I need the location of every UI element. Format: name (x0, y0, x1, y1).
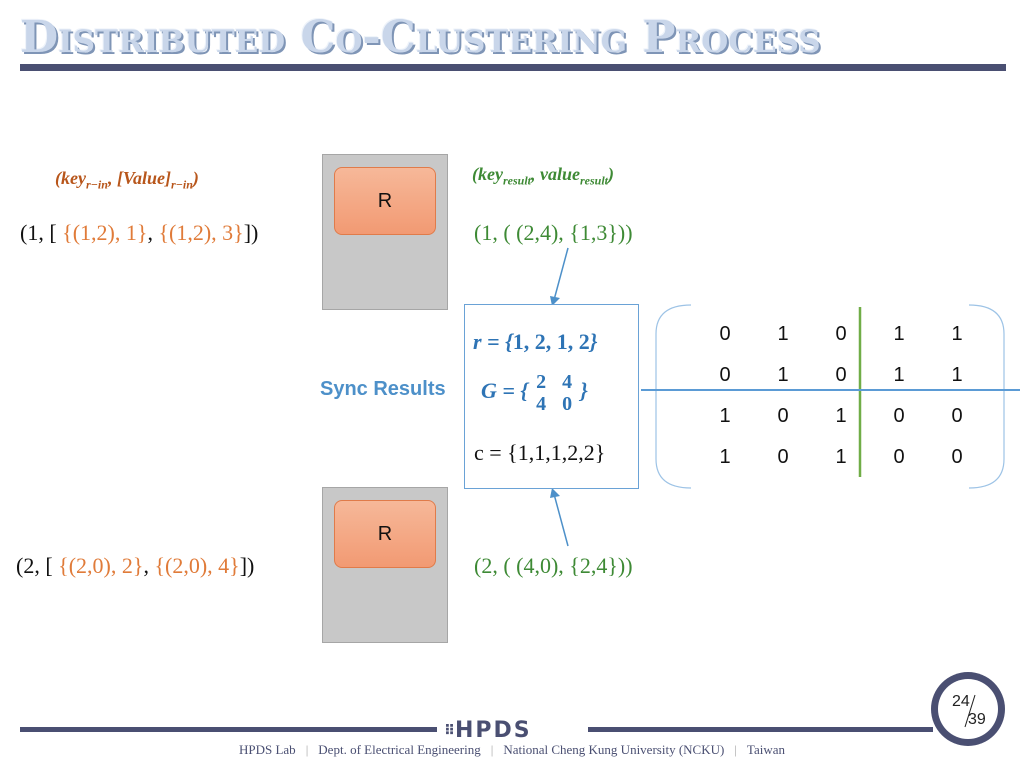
header-key-sub: result (502, 173, 531, 188)
footer-item: National Cheng Kung University (NCKU) (503, 742, 725, 757)
matrix-cell: 1 (777, 364, 789, 386)
result-tuple-1: (1, ( (2,4), {1,3})) (474, 220, 633, 245)
matrix-brackets (655, 304, 1005, 489)
logo-dots-icon: ⠿ (444, 723, 455, 739)
footer-rule (20, 727, 437, 732)
tuple-entry: {(2,0), 4} (154, 553, 240, 578)
matrix-cell: 0 (719, 364, 731, 386)
row-cluster-vector: r = {1, 2, 1, 2} (473, 329, 597, 355)
column-cluster-vector: c = {1,1,1,2,2} (474, 440, 606, 465)
tuple-sep: , (143, 553, 155, 578)
matrix-cell: 0 (835, 364, 847, 386)
matrix-cell: 0 (777, 405, 789, 427)
matrix-cell: 0 (951, 405, 963, 427)
matrix-cell: 1 (835, 405, 847, 427)
r-eq: r = { (473, 329, 513, 354)
matrix-cell: 0 (951, 446, 963, 468)
g-eq: G = { (481, 378, 529, 404)
reducer-input-header: (keyr−in, [Value]r−in) (55, 168, 199, 193)
arrow-up-icon (550, 488, 569, 547)
matrix-cell: 1 (893, 364, 905, 386)
matrix-row-divider (641, 389, 1020, 391)
header-close: ) (192, 168, 199, 188)
page-number-badge: 24 39 (931, 672, 1005, 746)
matrix-cell: 1 (719, 405, 731, 427)
footer-separator: | (734, 742, 737, 757)
header-close: ) (608, 164, 615, 184)
header-value-sub: r−in (170, 177, 193, 192)
g-cell: 0 (562, 393, 573, 415)
page-number-inner: 24 39 (938, 679, 998, 739)
header-value: , [Value] (107, 168, 171, 188)
footer-rule (588, 727, 933, 732)
matrix-row: 0 1 0 1 1 (696, 355, 986, 396)
matrix-cell: 1 (719, 446, 731, 468)
page-total: 39 (968, 711, 986, 728)
footer-credits: HPDS Lab | Dept. of Electrical Engineering… (0, 742, 1024, 758)
matrix-row: 0 1 0 1 1 (696, 314, 986, 355)
footer-item: HPDS Lab (238, 742, 296, 757)
matrix-row: 1 0 1 0 0 (696, 396, 986, 437)
tuple-suffix: ]) (239, 553, 255, 578)
tuple-prefix: (2, [ (16, 553, 59, 578)
footer-separator: | (305, 742, 309, 757)
page-current: 24 (952, 693, 970, 710)
hpds-logo: ⠿HPDS (444, 718, 532, 743)
input-tuple-2: (2, [ {(2,0), 2}, {(2,0), 4}]) (16, 553, 254, 579)
matrix-cell: 1 (951, 323, 963, 345)
header-key-sub: r−in (85, 177, 108, 192)
tuple-prefix: (1, [ (20, 220, 63, 245)
matrix-table: 0 1 0 1 1 0 1 0 1 1 1 0 1 0 0 1 0 1 0 0 (696, 314, 986, 478)
header-key: (key (55, 168, 86, 188)
g-close: } (580, 378, 588, 404)
matrix-cell: 0 (893, 405, 905, 427)
tuple-entry: {(2,0), 2} (58, 553, 144, 578)
header-value: , value (531, 164, 580, 184)
header-key: (key (472, 164, 503, 184)
reducer-label: R (334, 500, 436, 568)
matrix-cell: 0 (835, 323, 847, 345)
r-values: 1, 2, 1, 2 (512, 329, 590, 354)
input-tuple-1: (1, [ {(1,2), 1}, {(1,2), 3}]) (20, 220, 258, 246)
reducer-label: R (334, 167, 436, 235)
reducer-node-1: R (322, 154, 448, 310)
matrix-cell: 1 (951, 364, 963, 386)
matrix-cell: 1 (835, 446, 847, 468)
tuple-sep: , (147, 220, 159, 245)
matrix-cell: 0 (893, 446, 905, 468)
result-tuple-2: (2, ( (4,0), {2,4})) (474, 553, 633, 578)
title-rule (20, 64, 1006, 71)
logo-text: HPDS (454, 718, 532, 743)
g-cell: 2 (536, 371, 547, 393)
footer-item: Taiwan (746, 742, 785, 757)
slide-title: Distributed Co-Clustering Process (20, 12, 821, 63)
arrow-down-icon (550, 247, 569, 306)
matrix-cell: 0 (719, 323, 731, 345)
footer-item: Dept. of Electrical Engineering (318, 742, 481, 757)
page-slash-icon (964, 694, 976, 728)
header-value-sub: result (580, 173, 609, 188)
sync-results-label: Sync Results (320, 378, 446, 400)
reducer-node-2: R (322, 487, 448, 643)
co-cluster-matrix: 0 1 0 1 1 0 1 0 1 1 1 0 1 0 0 1 0 1 0 0 (655, 304, 1005, 489)
tuple-suffix: ]) (243, 220, 259, 245)
g-cell: 4 (562, 371, 573, 393)
matrix-cell: 0 (777, 446, 789, 468)
matrix-row: 1 0 1 0 0 (696, 437, 986, 478)
matrix-cell: 1 (893, 323, 905, 345)
tuple-entry: {(1,2), 1} (62, 220, 148, 245)
matrix-cell: 1 (777, 323, 789, 345)
g-cell: 4 (536, 393, 547, 415)
r-close: } (589, 329, 598, 354)
tuple-entry: {(1,2), 3} (158, 220, 244, 245)
reducer-output-header: (keyresult, valueresult) (472, 164, 614, 189)
footer-separator: | (490, 742, 494, 757)
